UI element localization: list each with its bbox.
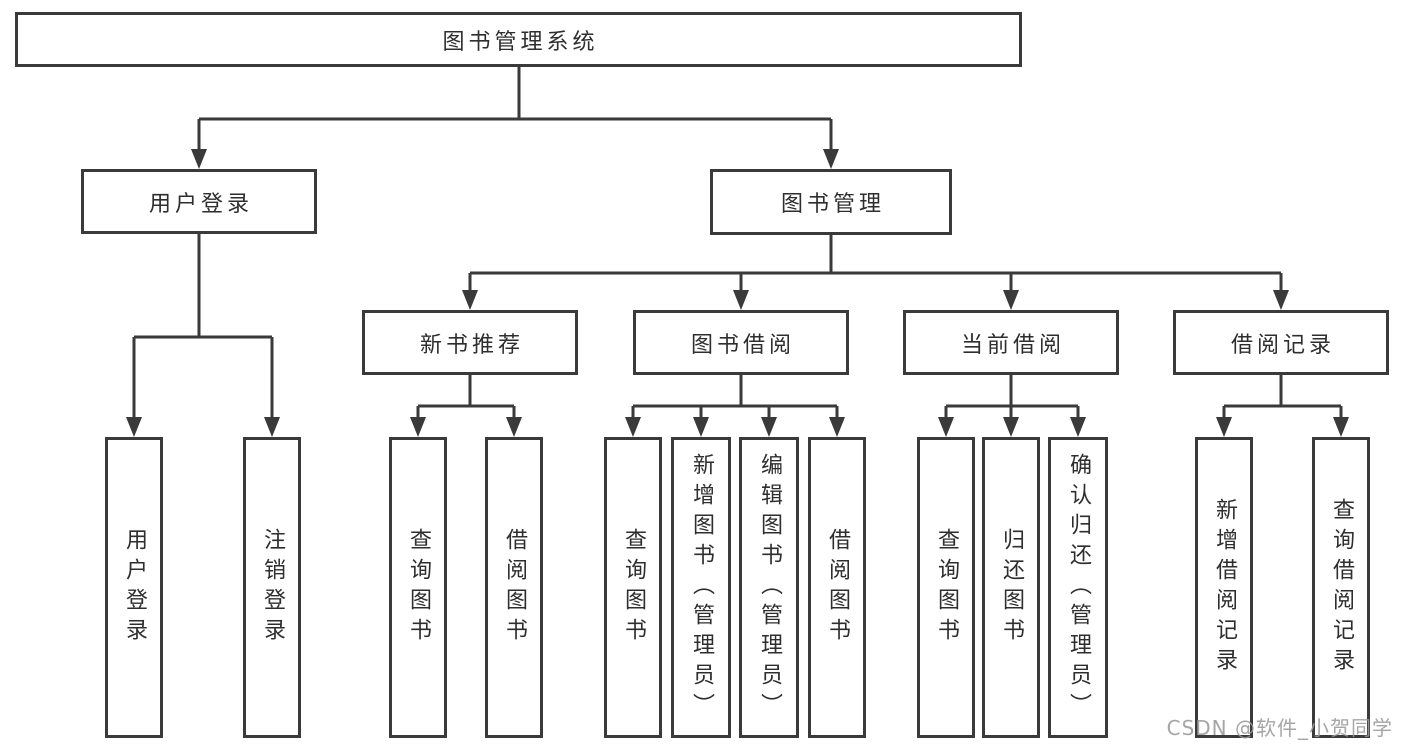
node-root-label: 图书管理系统 xyxy=(442,29,599,55)
csdn-watermark: CSDN @软件_小贺同学 xyxy=(1166,716,1393,740)
leaf-bb-edit-book-admin: 编辑图书（管理员） xyxy=(739,437,799,738)
node-book-management: 图书管理 xyxy=(710,169,952,235)
leaf-cb-query-books-label: 查询图书 xyxy=(934,527,959,648)
leaf-bb-query-books: 查询图书 xyxy=(604,437,662,738)
leaf-bb-query-books-label: 查询图书 xyxy=(621,527,646,648)
node-borrow-records: 借阅记录 xyxy=(1173,310,1389,375)
leaf-cb-confirm-return-admin-label: 确认归还（管理员） xyxy=(1066,452,1091,723)
node-current-borrow: 当前借阅 xyxy=(903,310,1119,375)
leaf-nbr-query-books-label: 查询图书 xyxy=(406,527,431,648)
arrowheads xyxy=(126,149,1349,437)
leaf-bb-borrow-books-label: 借阅图书 xyxy=(825,527,850,648)
node-new-book-recommend: 新书推荐 xyxy=(362,310,578,375)
node-book-borrow: 图书借阅 xyxy=(633,310,849,375)
leaf-bb-add-book-admin: 新增图书（管理员） xyxy=(671,437,731,738)
leaf-br-add-record: 新增借阅记录 xyxy=(1195,437,1253,738)
node-current-borrow-label: 当前借阅 xyxy=(960,332,1065,358)
node-user-login-label: 用户登录 xyxy=(148,191,253,217)
leaf-logout: 注销登录 xyxy=(243,437,301,738)
leaf-user-login: 用户登录 xyxy=(105,437,163,738)
leaf-nbr-borrow-books-label: 借阅图书 xyxy=(502,527,527,648)
leaf-logout-label: 注销登录 xyxy=(260,527,285,648)
node-user-login: 用户登录 xyxy=(81,169,317,234)
leaf-br-query-record: 查询借阅记录 xyxy=(1312,437,1370,738)
leaf-nbr-query-books: 查询图书 xyxy=(389,437,447,738)
leaf-cb-confirm-return-admin: 确认归还（管理员） xyxy=(1048,437,1108,738)
leaf-nbr-borrow-books: 借阅图书 xyxy=(485,437,543,738)
connector-paths xyxy=(132,67,1343,420)
leaf-br-add-record-label: 新增借阅记录 xyxy=(1212,497,1237,678)
leaf-bb-add-book-admin-label: 新增图书（管理员） xyxy=(689,452,714,723)
node-book-management-label: 图书管理 xyxy=(780,192,885,217)
node-root: 图书管理系统 xyxy=(15,12,1022,67)
leaf-cb-query-books: 查询图书 xyxy=(917,437,975,738)
leaf-user-login-label: 用户登录 xyxy=(122,527,147,648)
node-new-book-recommend-label: 新书推荐 xyxy=(419,332,524,358)
leaf-br-query-record-label: 查询借阅记录 xyxy=(1329,497,1354,678)
leaf-bb-edit-book-admin-label: 编辑图书（管理员） xyxy=(757,452,782,723)
leaf-cb-return-books-label: 归还图书 xyxy=(999,527,1024,648)
leaf-cb-return-books: 归还图书 xyxy=(982,437,1040,738)
node-book-borrow-label: 图书借阅 xyxy=(690,332,795,358)
leaf-bb-borrow-books: 借阅图书 xyxy=(808,437,866,738)
node-borrow-records-label: 借阅记录 xyxy=(1230,332,1335,358)
